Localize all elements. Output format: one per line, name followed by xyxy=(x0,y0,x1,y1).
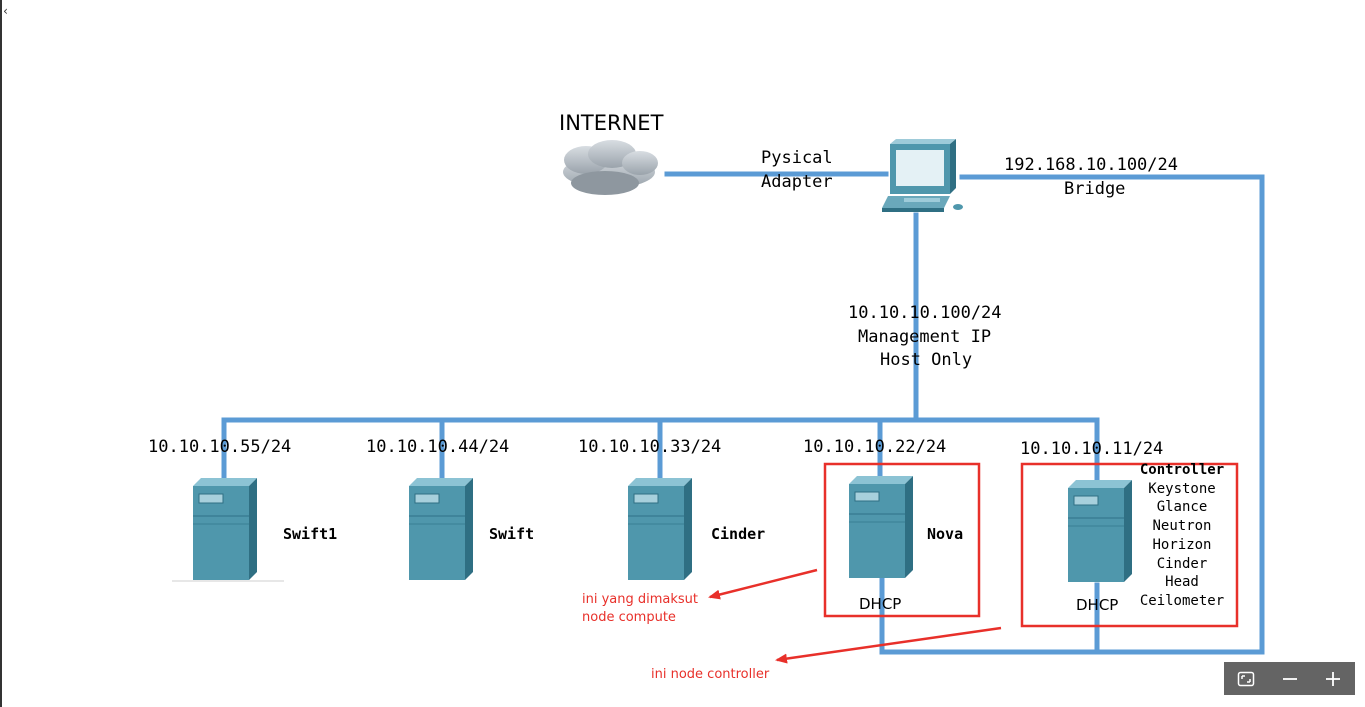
node-name-swift: Swift xyxy=(489,525,535,543)
corner-glyph: ‹ xyxy=(2,4,10,18)
node-name-swift1: Swift1 xyxy=(283,525,338,543)
server-icon-swift xyxy=(408,477,474,581)
highlight-box-compute xyxy=(823,462,981,618)
controller-services-list: Controller Keystone Glance Neutron Horiz… xyxy=(1136,461,1228,611)
node-ip-swift: 10.10.10.44/24 xyxy=(366,437,510,457)
zoom-in-icon xyxy=(1326,671,1341,686)
node-ip-nova: 10.10.10.22/24 xyxy=(803,437,947,457)
bridge-ip-label: 192.168.10.100/24 xyxy=(1004,155,1178,175)
controller-service-item: Ceilometer xyxy=(1139,592,1225,609)
fit-screen-button[interactable] xyxy=(1224,662,1268,695)
host-computer-icon xyxy=(882,139,963,212)
server-icon-swift1 xyxy=(192,477,258,581)
node-ip-controller: 10.10.10.11/24 xyxy=(1020,439,1164,459)
node-name-nova: Nova xyxy=(927,525,964,543)
node-name-cinder: Cinder xyxy=(711,525,766,543)
management-title: Management IP xyxy=(858,327,992,347)
bridge-link xyxy=(959,174,1265,655)
bridge-label: Bridge xyxy=(1064,179,1126,199)
annotation-compute-line1: ini yang dimaksut xyxy=(582,592,699,607)
controller-service-title: Controller xyxy=(1139,462,1225,478)
controller-service-item: Head xyxy=(1165,574,1199,591)
controller-service-item: Cinder xyxy=(1156,555,1208,572)
host-only-label: Host Only xyxy=(880,350,973,370)
physical-adapter-line2: Adapter xyxy=(761,172,833,192)
dhcp-label-controller: DHCP xyxy=(1076,596,1119,614)
arrow-controller xyxy=(775,626,1002,664)
server-icon-controller xyxy=(1067,479,1133,583)
annotation-controller: ini node controller xyxy=(651,667,770,682)
highlight-box-controller xyxy=(1020,462,1239,628)
server-icon-nova xyxy=(848,475,914,579)
physical-adapter-line1: Pysical xyxy=(761,148,833,168)
management-ip-label: 10.10.10.100/24 xyxy=(848,303,1002,323)
zoom-out-icon xyxy=(1282,677,1297,680)
annotation-compute-line2: node compute xyxy=(582,610,676,625)
zoom-in-button[interactable] xyxy=(1311,662,1355,695)
controller-service-item: Glance xyxy=(1156,499,1208,516)
controller-service-item: Keystone xyxy=(1148,480,1216,497)
fit-screen-icon xyxy=(1237,671,1255,686)
node-ip-swift1: 10.10.10.55/24 xyxy=(148,437,292,457)
controller-service-item: Neutron xyxy=(1152,518,1212,535)
controller-service-item: Horizon xyxy=(1152,536,1212,553)
server-icon-cinder xyxy=(627,477,693,581)
zoom-toolbar xyxy=(1224,662,1355,695)
cloud-icon xyxy=(563,140,658,195)
left-border xyxy=(0,0,2,707)
arrow-compute xyxy=(708,568,818,600)
zoom-out-button[interactable] xyxy=(1268,662,1312,695)
internet-label: INTERNET xyxy=(559,111,664,135)
dhcp-label-nova: DHCP xyxy=(859,595,902,613)
node-ip-cinder: 10.10.10.33/24 xyxy=(578,437,722,457)
